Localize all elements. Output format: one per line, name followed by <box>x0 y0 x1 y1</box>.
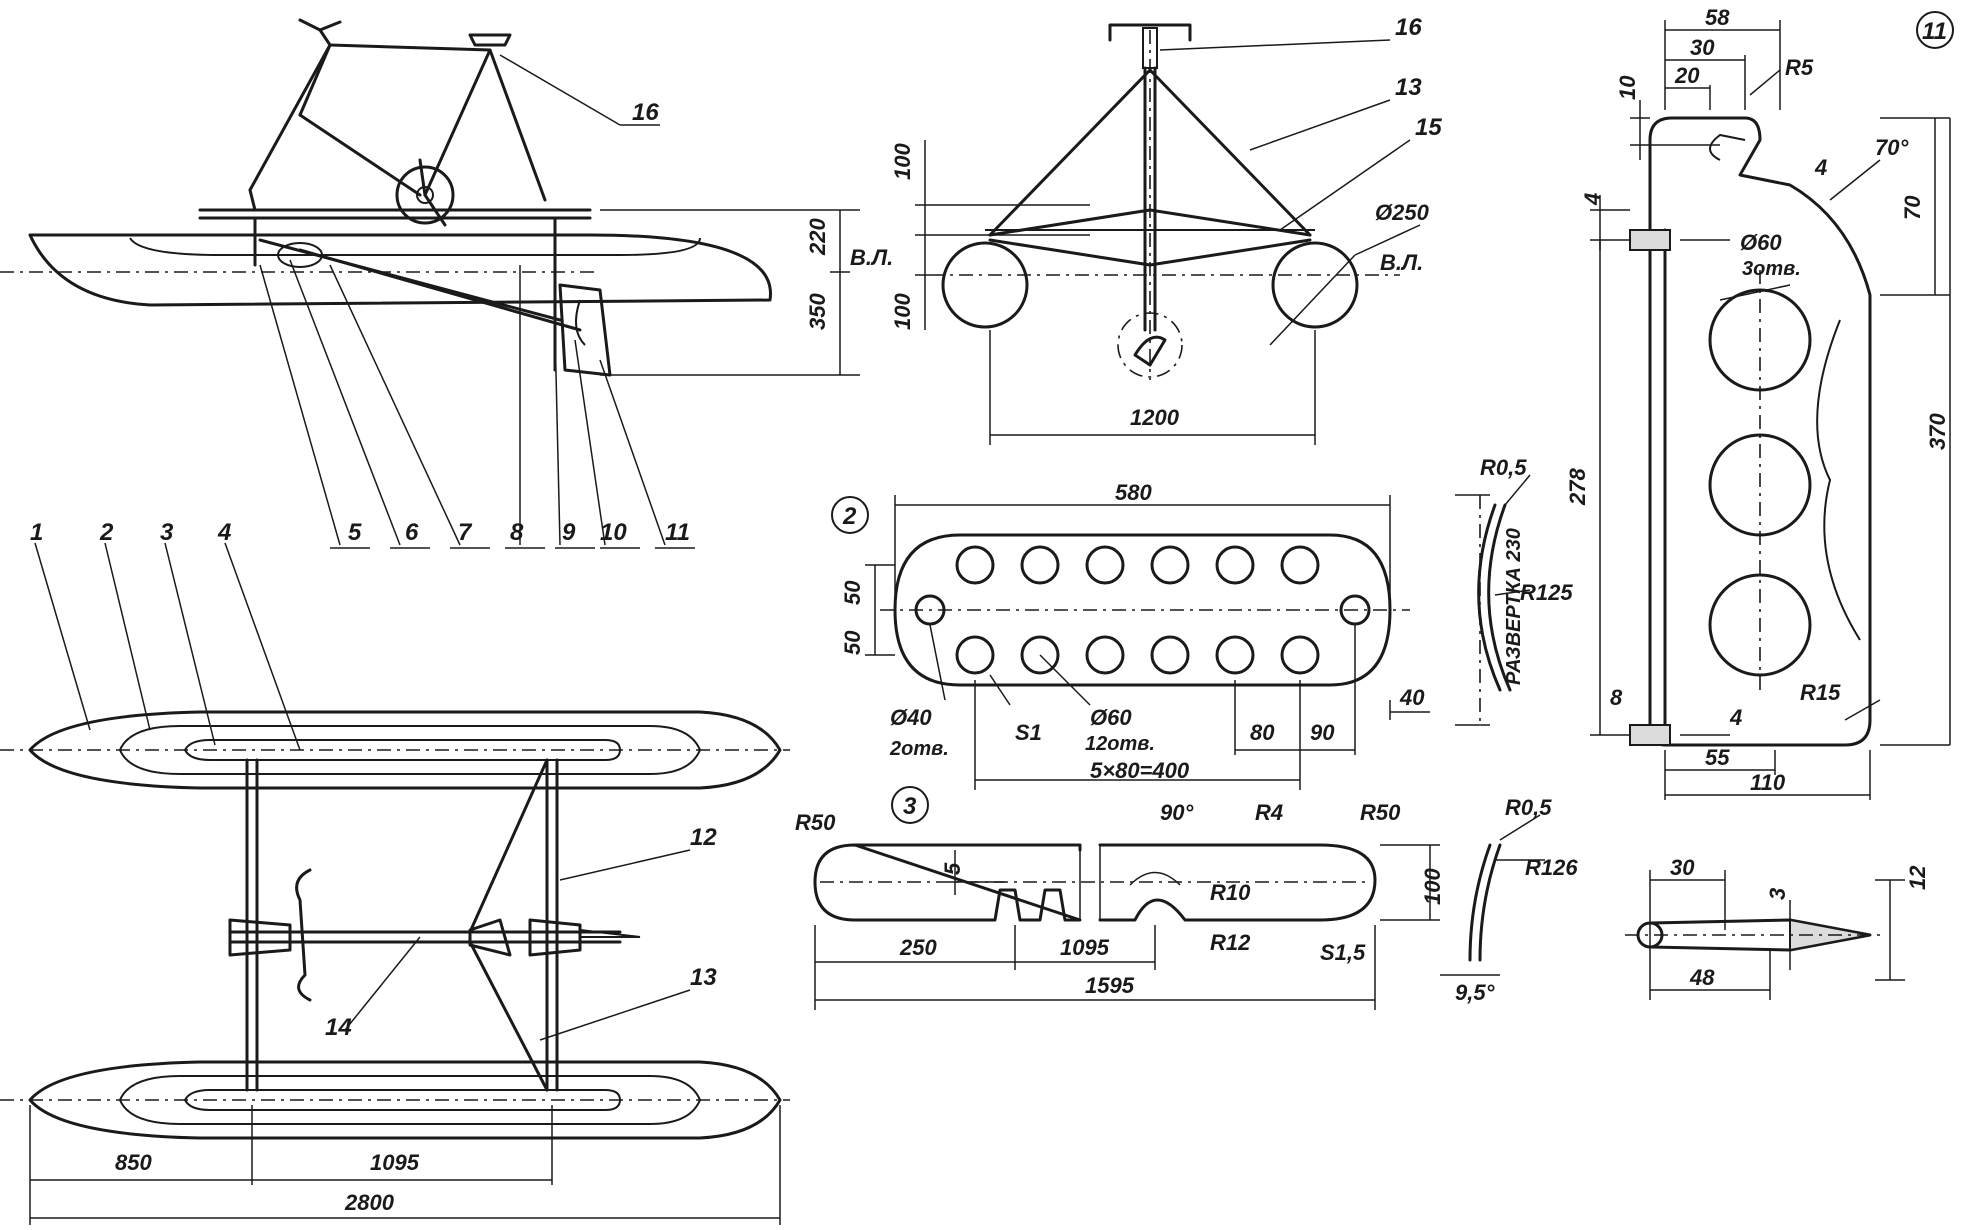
plan-dim-2800: 2800 <box>344 1190 395 1215</box>
side-callout-8: 8 <box>510 519 524 546</box>
side-callout-9: 9 <box>562 519 576 546</box>
part-11-number: 11 <box>1922 18 1947 45</box>
part11-dim-4-slot: 4 <box>1814 155 1827 180</box>
part2-holes-2: 2отв. <box>889 738 949 760</box>
part2-dim-50b: 50 <box>840 630 865 655</box>
part11-dim-20: 20 <box>1674 63 1700 88</box>
part2-holes-12: 12отв. <box>1085 733 1155 755</box>
side-waterline: В.Л. <box>850 245 893 270</box>
part-2-number: 2 <box>842 503 857 530</box>
part11-section-3: 3 <box>1765 888 1790 900</box>
part11-dim-370: 370 <box>1925 413 1950 450</box>
part11-dim-8: 8 <box>1610 685 1623 710</box>
part-11-drawing <box>1590 11 1954 1000</box>
front-dim-1200: 1200 <box>1130 405 1180 430</box>
side-callout-6: 6 <box>405 519 419 546</box>
part11-dim-278: 278 <box>1565 468 1590 506</box>
part3-angle-90: 90° <box>1160 800 1193 825</box>
part2-dia-60: Ø60 <box>1090 705 1132 730</box>
part11-angle-70: 70° <box>1875 135 1908 160</box>
side-dim-350: 350 <box>805 293 830 330</box>
plan-callout-4: 4 <box>217 519 231 546</box>
front-view <box>915 23 1421 445</box>
side-callout-16: 16 <box>632 99 659 126</box>
part2-dim-40: 40 <box>1399 685 1425 710</box>
part11-dim-30: 30 <box>1690 35 1715 60</box>
part3-side-angle: 9,5° <box>1455 980 1495 1005</box>
side-callout-7: 7 <box>458 519 473 546</box>
plan-dim-850: 850 <box>115 1150 152 1175</box>
side-callout-5: 5 <box>348 519 362 546</box>
part-2-drawing <box>831 474 1531 790</box>
plan-callout-1: 1 <box>30 519 43 546</box>
part3-dim-1595: 1595 <box>1085 973 1135 998</box>
front-dim-100-top: 100 <box>890 143 915 180</box>
plan-dim-1095: 1095 <box>370 1150 420 1175</box>
part3-r50-right: R50 <box>1360 800 1401 825</box>
plan-callout-3: 3 <box>160 519 174 546</box>
part11-dim-4-bottom: 4 <box>1729 705 1742 730</box>
part3-dim-1095: 1095 <box>1060 935 1110 960</box>
part11-dim-4-top: 4 <box>1580 193 1605 206</box>
part11-section-48: 48 <box>1689 965 1715 990</box>
front-callout-16: 16 <box>1395 14 1422 41</box>
part3-dim-5: 5 <box>940 862 965 875</box>
part-3-drawing <box>813 786 1545 1010</box>
plan-callout-12: 12 <box>690 824 717 851</box>
part2-dia-40: Ø40 <box>890 705 932 730</box>
part3-side-r0-5: R0,5 <box>1505 795 1552 820</box>
part11-section-30: 30 <box>1670 855 1695 880</box>
part2-development: РАЗВЕРТКА 230 <box>1503 528 1525 685</box>
side-callout-10: 10 <box>600 519 627 546</box>
front-callout-15: 15 <box>1415 114 1442 141</box>
part11-dim-70: 70 <box>1900 195 1925 220</box>
part2-dim-80: 80 <box>1250 720 1275 745</box>
part11-dim-10: 10 <box>1615 75 1640 100</box>
part3-r10: R10 <box>1210 880 1251 905</box>
plan-view <box>0 542 790 1225</box>
side-callout-11: 11 <box>665 519 690 546</box>
part11-holes-3: 3отв. <box>1742 258 1801 280</box>
part3-r12: R12 <box>1210 930 1251 955</box>
front-dim-100-bottom: 100 <box>890 293 915 330</box>
part2-dim-580: 580 <box>1115 480 1152 505</box>
front-diameter-250: Ø250 <box>1375 200 1430 225</box>
part3-r50-left: R50 <box>795 810 836 835</box>
part11-r5: R5 <box>1785 55 1814 80</box>
part11-dim-110: 110 <box>1750 770 1786 795</box>
part11-dim-58: 58 <box>1705 5 1730 30</box>
part2-dim-400: 5×80=400 <box>1090 758 1190 783</box>
part2-dim-90: 90 <box>1310 720 1335 745</box>
part11-section-12: 12 <box>1905 865 1930 890</box>
part3-thickness: S1,5 <box>1320 940 1366 965</box>
part3-side-r126: R126 <box>1525 855 1578 880</box>
part2-thickness: S1 <box>1015 720 1042 745</box>
part2-dim-50a: 50 <box>840 580 865 605</box>
part-3-number: 3 <box>903 793 917 820</box>
front-waterline: В.Л. <box>1380 250 1423 275</box>
plan-callout-13: 13 <box>690 964 717 991</box>
part11-dia-60: Ø60 <box>1740 230 1782 255</box>
side-view <box>0 18 860 549</box>
front-callout-13: 13 <box>1395 74 1422 101</box>
part3-r4: R4 <box>1255 800 1283 825</box>
part2-radius-125: R125 <box>1520 580 1573 605</box>
part2-radius-0-5: R0,5 <box>1480 455 1527 480</box>
plan-callout-2: 2 <box>99 519 114 546</box>
part3-dim-250: 250 <box>899 935 937 960</box>
part11-r15: R15 <box>1800 680 1841 705</box>
part3-dim-100: 100 <box>1420 868 1445 905</box>
side-dim-220: 220 <box>805 218 830 256</box>
plan-callout-14: 14 <box>325 1014 352 1041</box>
part11-dim-55: 55 <box>1705 745 1730 770</box>
